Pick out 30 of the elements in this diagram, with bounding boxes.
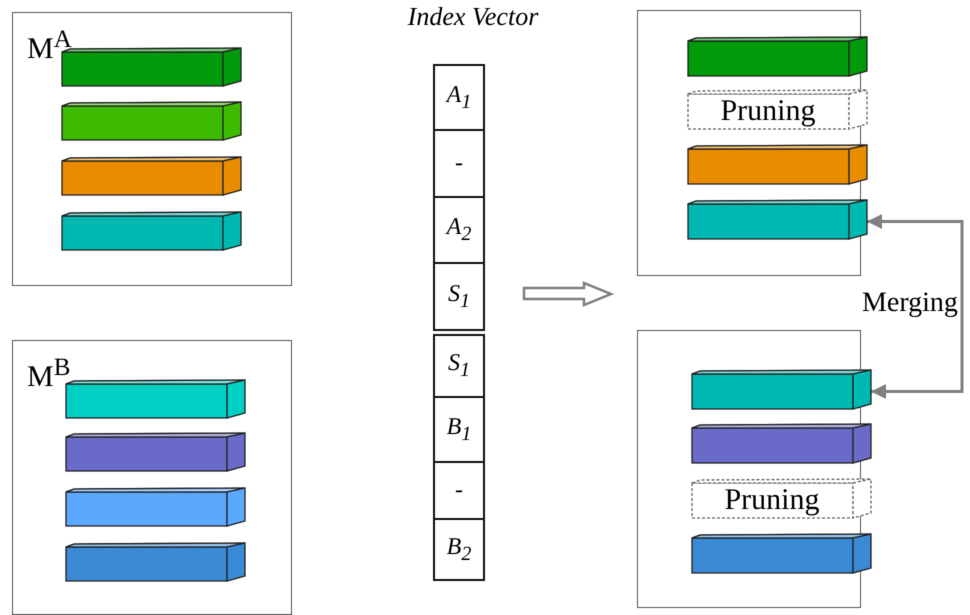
diagram-title: Index Vector bbox=[406, 2, 540, 32]
model-label: M$^{B}$ bbox=[27, 355, 70, 392]
pruning-label: Pruning bbox=[724, 485, 820, 515]
block-bar bbox=[688, 200, 866, 238]
block-bar bbox=[62, 212, 240, 250]
block-bar bbox=[62, 48, 240, 86]
vector-cell: B$_{2}$ bbox=[433, 518, 485, 581]
block-bar bbox=[692, 424, 870, 462]
block-bar bbox=[66, 432, 244, 470]
merge-arrow bbox=[867, 214, 964, 399]
model-panel bbox=[12, 340, 292, 615]
vector-cell: B$_{1}$ bbox=[433, 396, 485, 463]
vector-cell: - bbox=[433, 129, 485, 198]
model-panel bbox=[12, 12, 292, 286]
block-bar bbox=[66, 488, 244, 526]
vector-cell: A$_{1}$ bbox=[433, 64, 485, 131]
block-bar bbox=[692, 370, 870, 408]
vector-cell: A$_{2}$ bbox=[433, 196, 485, 264]
block-bar bbox=[62, 156, 240, 194]
vector-cell: S$_{1}$ bbox=[433, 262, 485, 331]
block-bar bbox=[66, 380, 244, 418]
vector-cell: S$_{1}$ bbox=[433, 334, 485, 398]
block-bar bbox=[66, 542, 244, 580]
vector-cell: - bbox=[433, 461, 485, 520]
model-label: M$^{A}$ bbox=[27, 27, 72, 64]
block-bar bbox=[62, 102, 240, 140]
block-bar bbox=[688, 36, 866, 76]
block-bar bbox=[692, 534, 870, 572]
pruning-label: Pruning bbox=[720, 96, 816, 126]
block-bar bbox=[688, 144, 866, 184]
